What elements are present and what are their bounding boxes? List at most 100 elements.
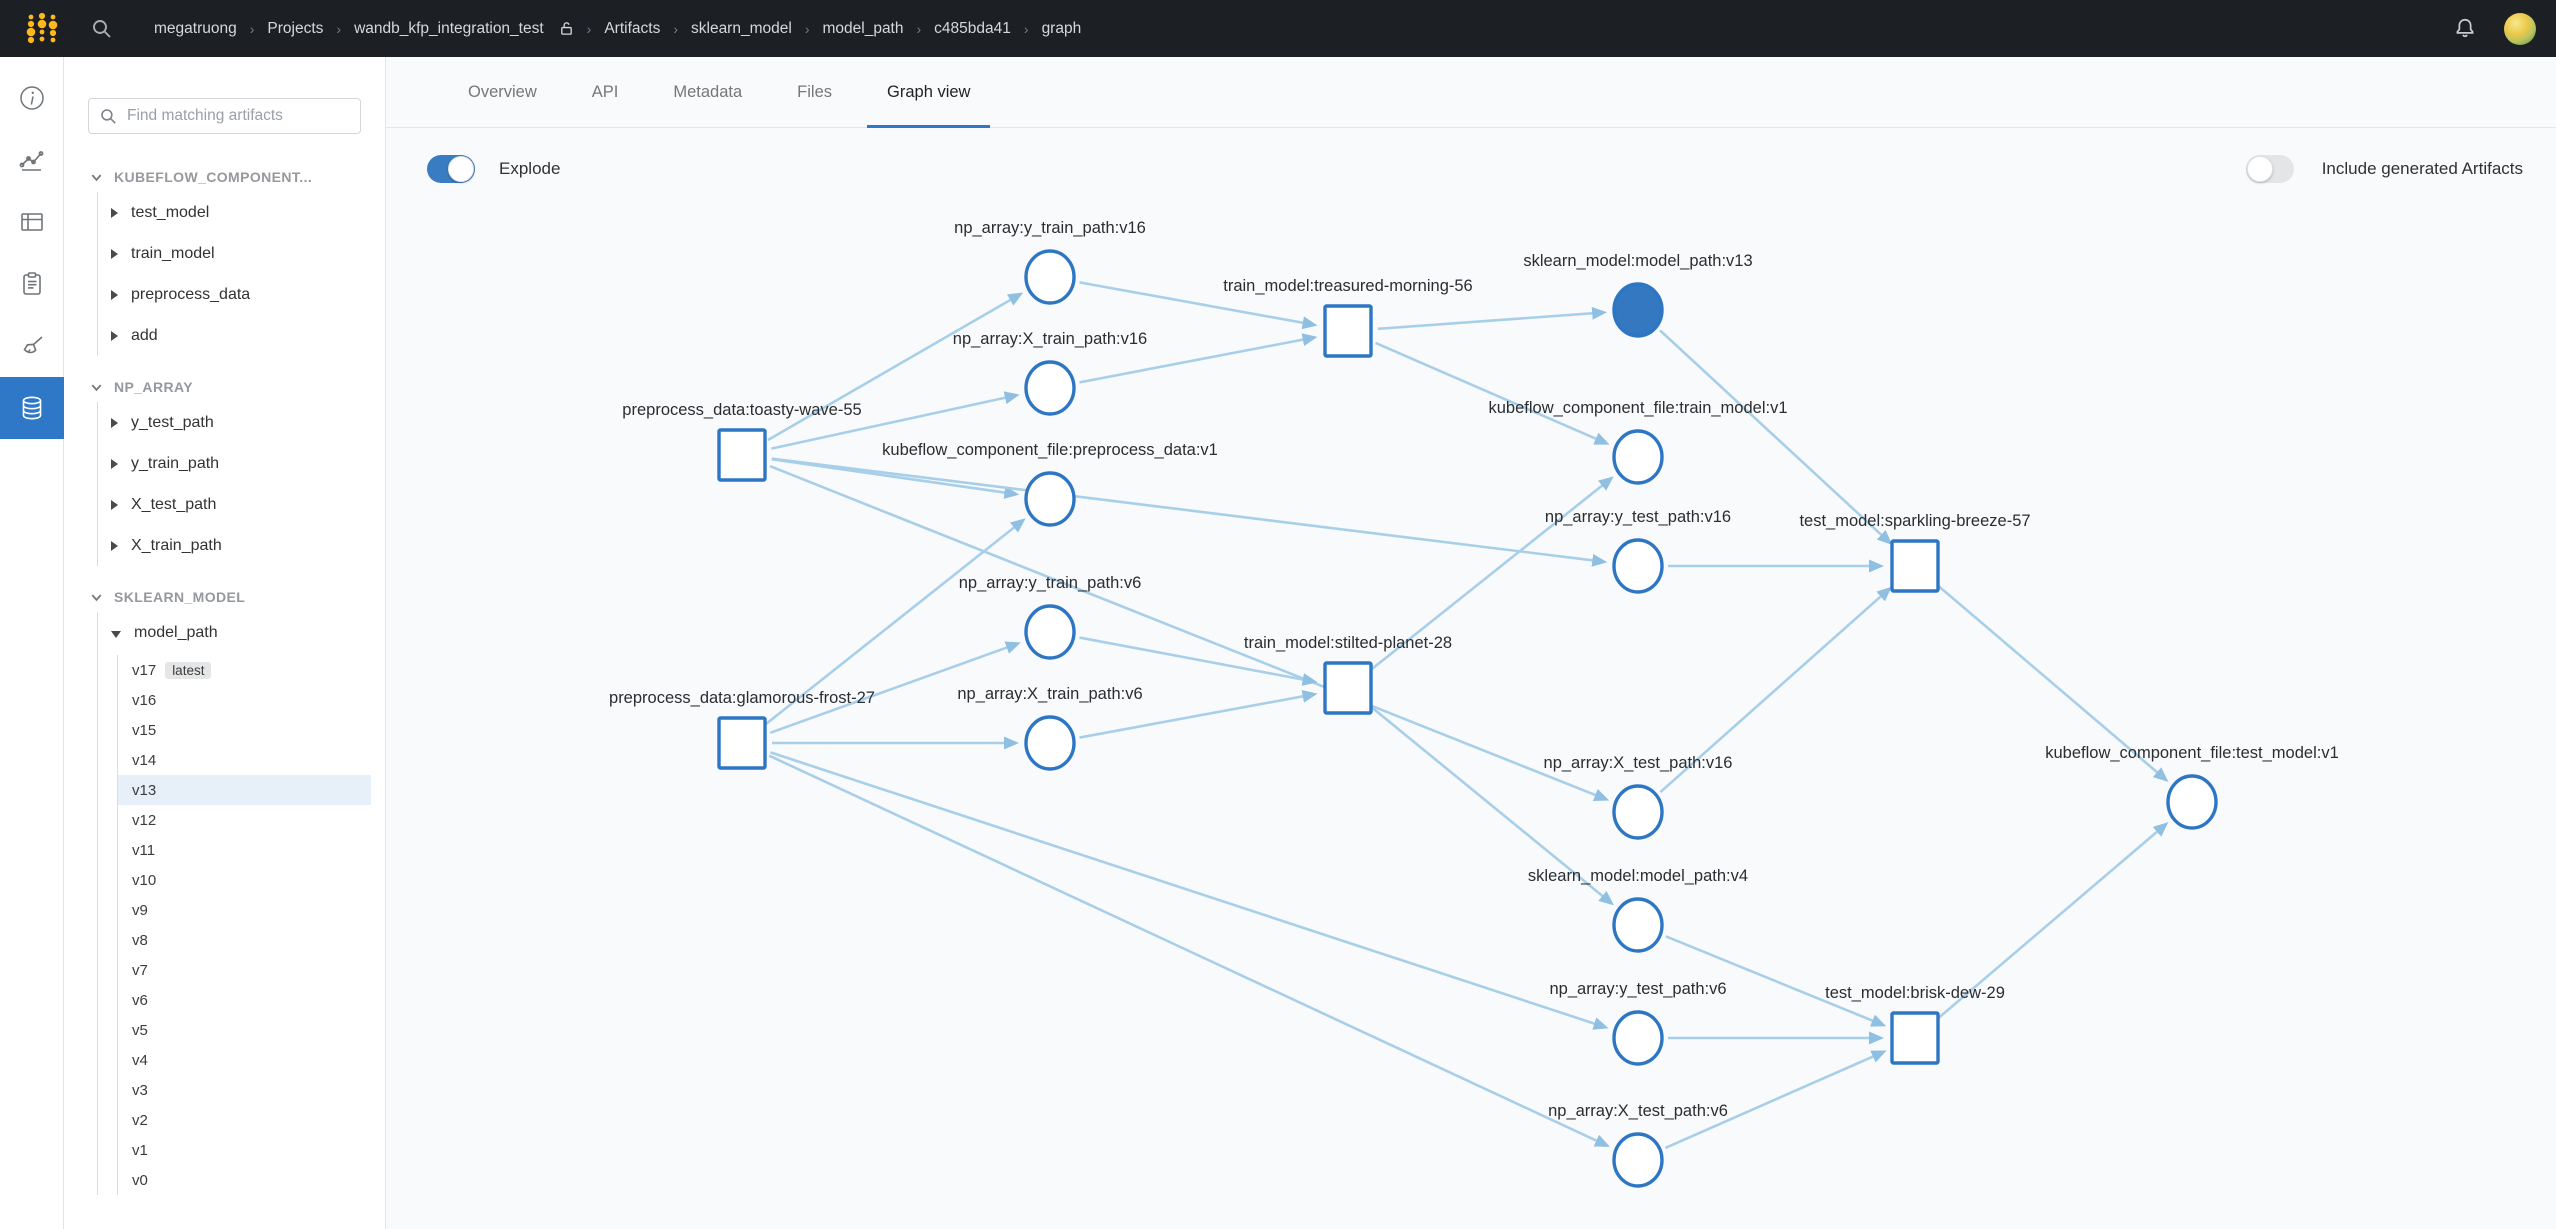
graph-edge-sk13-to-breeze xyxy=(1659,329,1893,545)
rail-item-workspace-chart[interactable] xyxy=(0,129,64,191)
breadcrumb-separator: › xyxy=(804,20,810,37)
breadcrumb-item-model_path[interactable]: model_path xyxy=(822,19,904,37)
graph-node-planet-run[interactable] xyxy=(1323,661,1373,715)
breadcrumb: megatruong › Projects › wandb_kfp_integratio… xyxy=(154,20,1081,38)
version-label: v0 xyxy=(132,1171,148,1189)
search-icon[interactable] xyxy=(90,17,114,41)
graph-node-label-ytrain6: np_array:y_train_path:v6 xyxy=(959,574,1142,592)
artifacts-database-icon xyxy=(17,393,47,423)
graph-node-sk4-artifact[interactable] xyxy=(1612,897,1664,953)
graph-node-testfile-artifact[interactable] xyxy=(2166,774,2218,830)
graph-node-trainfile-artifact[interactable] xyxy=(1612,429,1664,485)
graph-node-ytrain16-artifact[interactable] xyxy=(1024,249,1076,305)
graph-node-xtrain6-artifact[interactable] xyxy=(1024,715,1076,771)
tree-item-label: X_train_path xyxy=(131,536,222,554)
version-row-v2[interactable]: v2 xyxy=(118,1105,371,1135)
breadcrumb-item-Artifacts[interactable]: Artifacts xyxy=(604,19,661,37)
explode-toggle[interactable] xyxy=(427,155,475,183)
version-label: v15 xyxy=(132,721,157,739)
version-row-v16[interactable]: v16 xyxy=(118,685,371,715)
include-generated-artifacts-toggle[interactable] xyxy=(2245,155,2294,183)
breadcrumb-separator: › xyxy=(249,20,255,37)
tree-section-header-SKLEARN_MODEL[interactable]: SKLEARN_MODEL xyxy=(90,584,385,610)
graph-node-label-toasty: preprocess_data:toasty-wave-55 xyxy=(622,401,861,419)
graph-node-dew-run[interactable] xyxy=(1890,1011,1940,1065)
section-label: SKLEARN_MODEL xyxy=(114,589,246,605)
rail-item-info[interactable] xyxy=(0,67,64,129)
version-row-v7[interactable]: v7 xyxy=(118,955,371,985)
tree-item-y_train_path[interactable]: y_train_path xyxy=(111,443,385,484)
graph-node-ytest16-artifact[interactable] xyxy=(1612,538,1664,594)
tab-metadata[interactable]: Metadata xyxy=(673,82,743,101)
lineage-graph-canvas: preprocess_data:toasty-wave-55preprocess… xyxy=(609,219,2339,1188)
breadcrumb-item-Projects[interactable]: Projects xyxy=(267,19,324,37)
graph-node-xtest16-artifact[interactable] xyxy=(1612,784,1664,840)
tree-section-header-NP_ARRAY[interactable]: NP_ARRAY xyxy=(90,374,385,400)
version-label: v14 xyxy=(132,751,157,769)
version-row-v12[interactable]: v12 xyxy=(118,805,371,835)
tree-item-model_path[interactable]: model_path xyxy=(111,612,385,653)
tree-item-y_test_path[interactable]: y_test_path xyxy=(111,402,385,443)
version-row-v15[interactable]: v15 xyxy=(118,715,371,745)
tab-overview[interactable]: Overview xyxy=(468,82,537,101)
graph-node-toasty-run[interactable] xyxy=(717,428,767,482)
version-row-v5[interactable]: v5 xyxy=(118,1015,371,1045)
graph-node-label-xtrain16: np_array:X_train_path:v16 xyxy=(953,330,1147,348)
rail-item-logs-clipboard[interactable] xyxy=(0,253,64,315)
graph-node-breeze-run[interactable] xyxy=(1890,539,1940,593)
breadcrumb-item-megatruong[interactable]: megatruong xyxy=(154,19,237,37)
tree-item-X_test_path[interactable]: X_test_path xyxy=(111,484,385,525)
table-icon xyxy=(17,207,47,237)
user-avatar[interactable] xyxy=(2504,12,2536,45)
artifact-tabs: Overview API Metadata Files Graph view xyxy=(386,57,2556,128)
tree-item-label: X_test_path xyxy=(131,495,217,513)
breadcrumb-item-sklearn_model[interactable]: sklearn_model xyxy=(691,19,792,37)
tree-item-preprocess_data[interactable]: preprocess_data xyxy=(111,274,385,315)
rail-item-sweeps-broom[interactable] xyxy=(0,315,64,377)
tree-section-header-KUBEFLOW_COMPONENT...[interactable]: KUBEFLOW_COMPONENT... xyxy=(90,164,385,190)
version-row-v4[interactable]: v4 xyxy=(118,1045,371,1075)
artifact-search-input[interactable] xyxy=(127,107,350,125)
graph-node-xtest6-artifact[interactable] xyxy=(1612,1132,1664,1188)
tab-files[interactable]: Files xyxy=(797,82,833,101)
tree-item-test_model[interactable]: test_model xyxy=(111,192,385,233)
version-row-v9[interactable]: v9 xyxy=(118,895,371,925)
artifact-tree: KUBEFLOW_COMPONENT... test_model train_mod… xyxy=(64,164,385,1195)
tab-graph-view[interactable]: Graph view xyxy=(867,57,991,128)
tree-item-add[interactable]: add xyxy=(111,315,385,356)
bell-icon[interactable] xyxy=(2452,16,2478,42)
version-row-v14[interactable]: v14 xyxy=(118,745,371,775)
version-label: v16 xyxy=(132,691,157,709)
version-row-v10[interactable]: v10 xyxy=(118,865,371,895)
breadcrumb-item-c485bda41[interactable]: c485bda41 xyxy=(934,19,1011,37)
graph-node-xtrain16-artifact[interactable] xyxy=(1024,360,1076,416)
graph-node-preprocfile-artifact[interactable] xyxy=(1024,471,1076,527)
graph-edge-xtest6-to-dew xyxy=(1664,1050,1887,1150)
chevron-down-icon xyxy=(90,591,103,604)
version-row-v13[interactable]: v13 xyxy=(118,775,371,805)
rail-item-table[interactable] xyxy=(0,191,64,253)
tree-item-train_model[interactable]: train_model xyxy=(111,233,385,274)
graph-edge-toasty-to-ytest16 xyxy=(771,457,1608,567)
breadcrumb-item-graph[interactable]: graph xyxy=(1041,19,1082,37)
version-row-v0[interactable]: v0 xyxy=(118,1165,371,1195)
graph-node-morning-run[interactable] xyxy=(1323,304,1373,358)
graph-node-ytest6-artifact[interactable] xyxy=(1612,1010,1664,1066)
tree-item-X_train_path[interactable]: X_train_path xyxy=(111,525,385,566)
graph-node-sk13-artifact[interactable] xyxy=(1612,282,1664,338)
graph-node-ytrain6-artifact[interactable] xyxy=(1024,604,1076,660)
caret-right-icon xyxy=(111,248,118,259)
version-row-v1[interactable]: v1 xyxy=(118,1135,371,1165)
rail-item-artifacts-database[interactable] xyxy=(0,377,64,439)
tree-item-label: test_model xyxy=(131,203,210,221)
version-row-v6[interactable]: v6 xyxy=(118,985,371,1015)
tab-api[interactable]: API xyxy=(591,82,619,101)
version-row-v8[interactable]: v8 xyxy=(118,925,371,955)
graph-node-frost-run[interactable] xyxy=(717,716,767,770)
wandb-logo-icon[interactable] xyxy=(22,9,62,49)
version-row-v11[interactable]: v11 xyxy=(118,835,371,865)
version-row-v3[interactable]: v3 xyxy=(118,1075,371,1105)
breadcrumb-item-wandb_kfp_integration_test[interactable]: wandb_kfp_integration_test xyxy=(354,19,544,37)
